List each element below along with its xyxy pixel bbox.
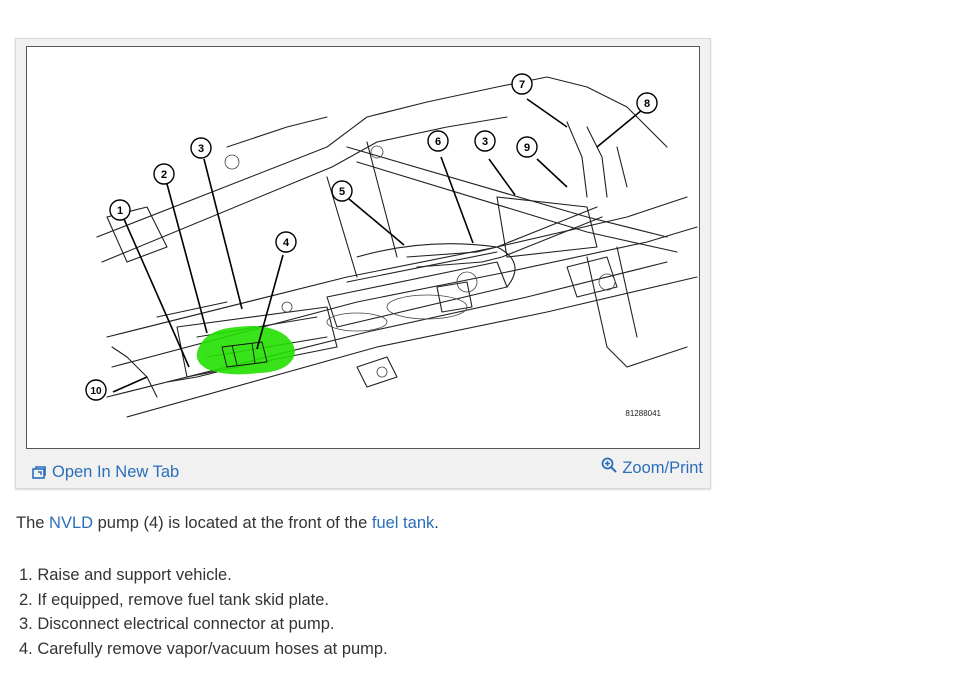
zoom-in-icon [601,457,618,473]
callout-label: 3 [198,143,204,155]
zoom-print-label: Zoom/Print [622,459,703,477]
callout-label: 6 [435,136,441,148]
callout-label: 4 [283,237,290,249]
nvld-pump-outline [221,341,268,368]
figure-code: 81288041 [625,409,661,418]
intro-suffix: . [434,514,439,532]
intro-middle: pump (4) is located at the front of the [93,514,372,532]
list-item: 1. Raise and support vehicle. [19,566,232,584]
callout-label: 8 [644,98,650,110]
list-item: 2. If equipped, remove fuel tank skid pl… [19,590,330,609]
callout-circles [85,73,658,401]
callout-label: 5 [339,186,345,198]
zoom-print-button[interactable]: Zoom/Print [601,457,703,478]
callout-label: 9 [524,142,530,154]
fuel-tank-link[interactable]: fuel tank [371,514,435,532]
callout-label: 3 [482,136,488,148]
diagram-image: 1 2 3 4 5 6 3 9 7 8 10 81288041 [26,46,700,449]
leader-lines [112,98,643,393]
fuel-system-diagram: 1 2 3 4 5 6 3 9 7 8 10 [85,73,698,418]
list-item: 4. Carefully remove vapor/vacuum hoses a… [19,639,388,658]
nvld-pump-highlight [196,326,295,375]
list-item: 3. Disconnect electrical connector at pu… [19,615,335,633]
open-new-tab-icon [32,465,46,479]
callout-label: 2 [161,169,167,181]
figure-card: 1 2 3 4 5 6 3 9 7 8 10 81288041 Open In … [15,38,711,489]
intro-prefix: The [16,514,50,532]
procedure-steps: 1. Raise and support vehicle. 2. If equi… [19,565,388,663]
callout-label: 10 [90,386,102,397]
chassis-detail [224,145,616,378]
callout-label: 1 [117,205,123,217]
intro-paragraph: The NVLD pump (4) is located at the fron… [16,514,439,533]
callout-label: 7 [519,79,525,91]
figure-footer: Open In New Tab Zoom/Print [16,453,710,489]
open-in-new-tab-label: Open In New Tab [52,463,180,481]
open-in-new-tab-button[interactable]: Open In New Tab [31,463,179,482]
nvld-link[interactable]: NVLD [49,514,94,532]
chassis-linework [96,76,698,418]
